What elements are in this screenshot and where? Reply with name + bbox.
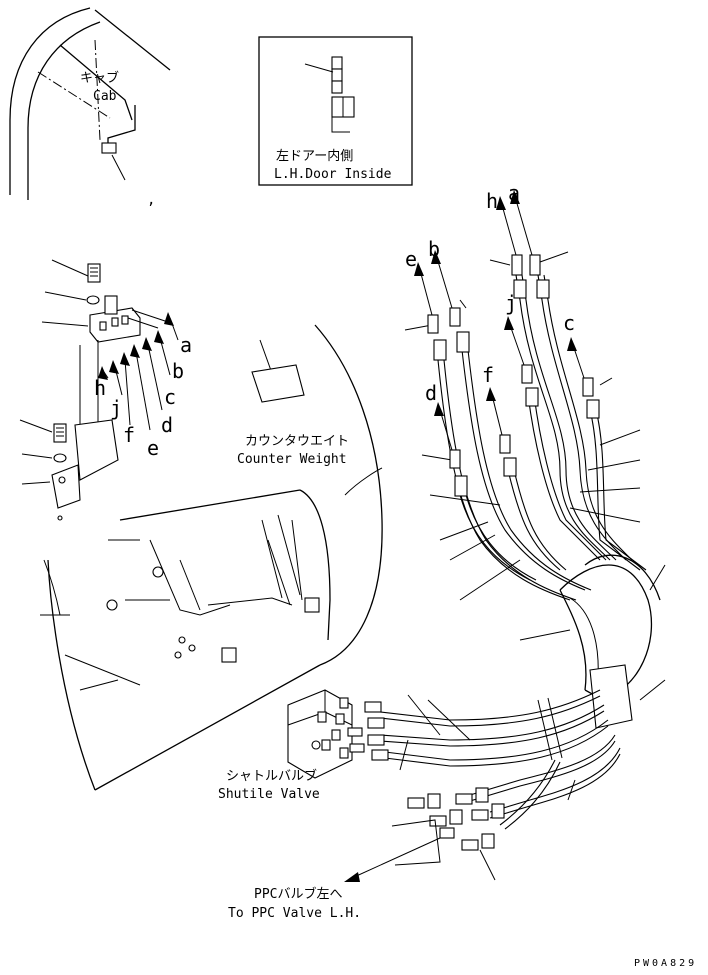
right-letter-d: d bbox=[425, 381, 437, 405]
counter-label-en: Counter Weight bbox=[237, 452, 347, 467]
shuttle-label-jp: シャトルバルブ bbox=[226, 768, 317, 784]
bracket-assembly bbox=[19, 259, 179, 521]
left-letter-j: j bbox=[110, 396, 122, 420]
drawing-code: PW0A829 bbox=[634, 958, 697, 969]
cab-label-en: Cab bbox=[93, 89, 117, 104]
ppc-fittings bbox=[391, 787, 505, 866]
right-letter-f: f bbox=[482, 363, 494, 387]
counter-label-jp: カウンタウエイト bbox=[245, 434, 349, 449]
ppc-label-jp: PPCバルブ左へ bbox=[254, 886, 342, 902]
shuttle-label-en: Shutile Valve bbox=[218, 787, 320, 802]
door-inset-box bbox=[258, 36, 413, 186]
right-letter-h: h bbox=[486, 189, 498, 213]
left-letter-d: d bbox=[161, 413, 173, 437]
left-letter-a: a bbox=[180, 333, 192, 357]
cab-label-jp: キャブ bbox=[80, 70, 119, 86]
hose-fittings bbox=[427, 254, 600, 497]
hose-bundle bbox=[379, 251, 666, 881]
door-label-jp: 左ドアー内側 bbox=[276, 148, 353, 164]
left-letter-f: f bbox=[123, 423, 135, 447]
right-letter-j: j bbox=[505, 291, 517, 315]
left-letter-c: c bbox=[164, 385, 176, 409]
door-label-en: L.H.Door Inside bbox=[274, 167, 392, 182]
left-letter-h: h bbox=[94, 376, 106, 400]
ppc-label-en: To PPC Valve L.H. bbox=[228, 906, 361, 921]
right-letter-e: e bbox=[405, 247, 417, 271]
left-letter-b: b bbox=[172, 359, 184, 383]
left-letter-e: e bbox=[147, 436, 159, 460]
stray-comma: , bbox=[147, 192, 155, 208]
ppc-arrow bbox=[344, 837, 441, 882]
flow-arrows-right bbox=[414, 190, 585, 451]
counter-weight bbox=[40, 324, 383, 791]
right-letter-b: b bbox=[428, 237, 440, 261]
cab-outline bbox=[9, 7, 171, 200]
right-letter-c: c bbox=[563, 311, 575, 335]
shuttle-valve bbox=[287, 689, 389, 779]
right-letter-a: a bbox=[508, 181, 520, 205]
